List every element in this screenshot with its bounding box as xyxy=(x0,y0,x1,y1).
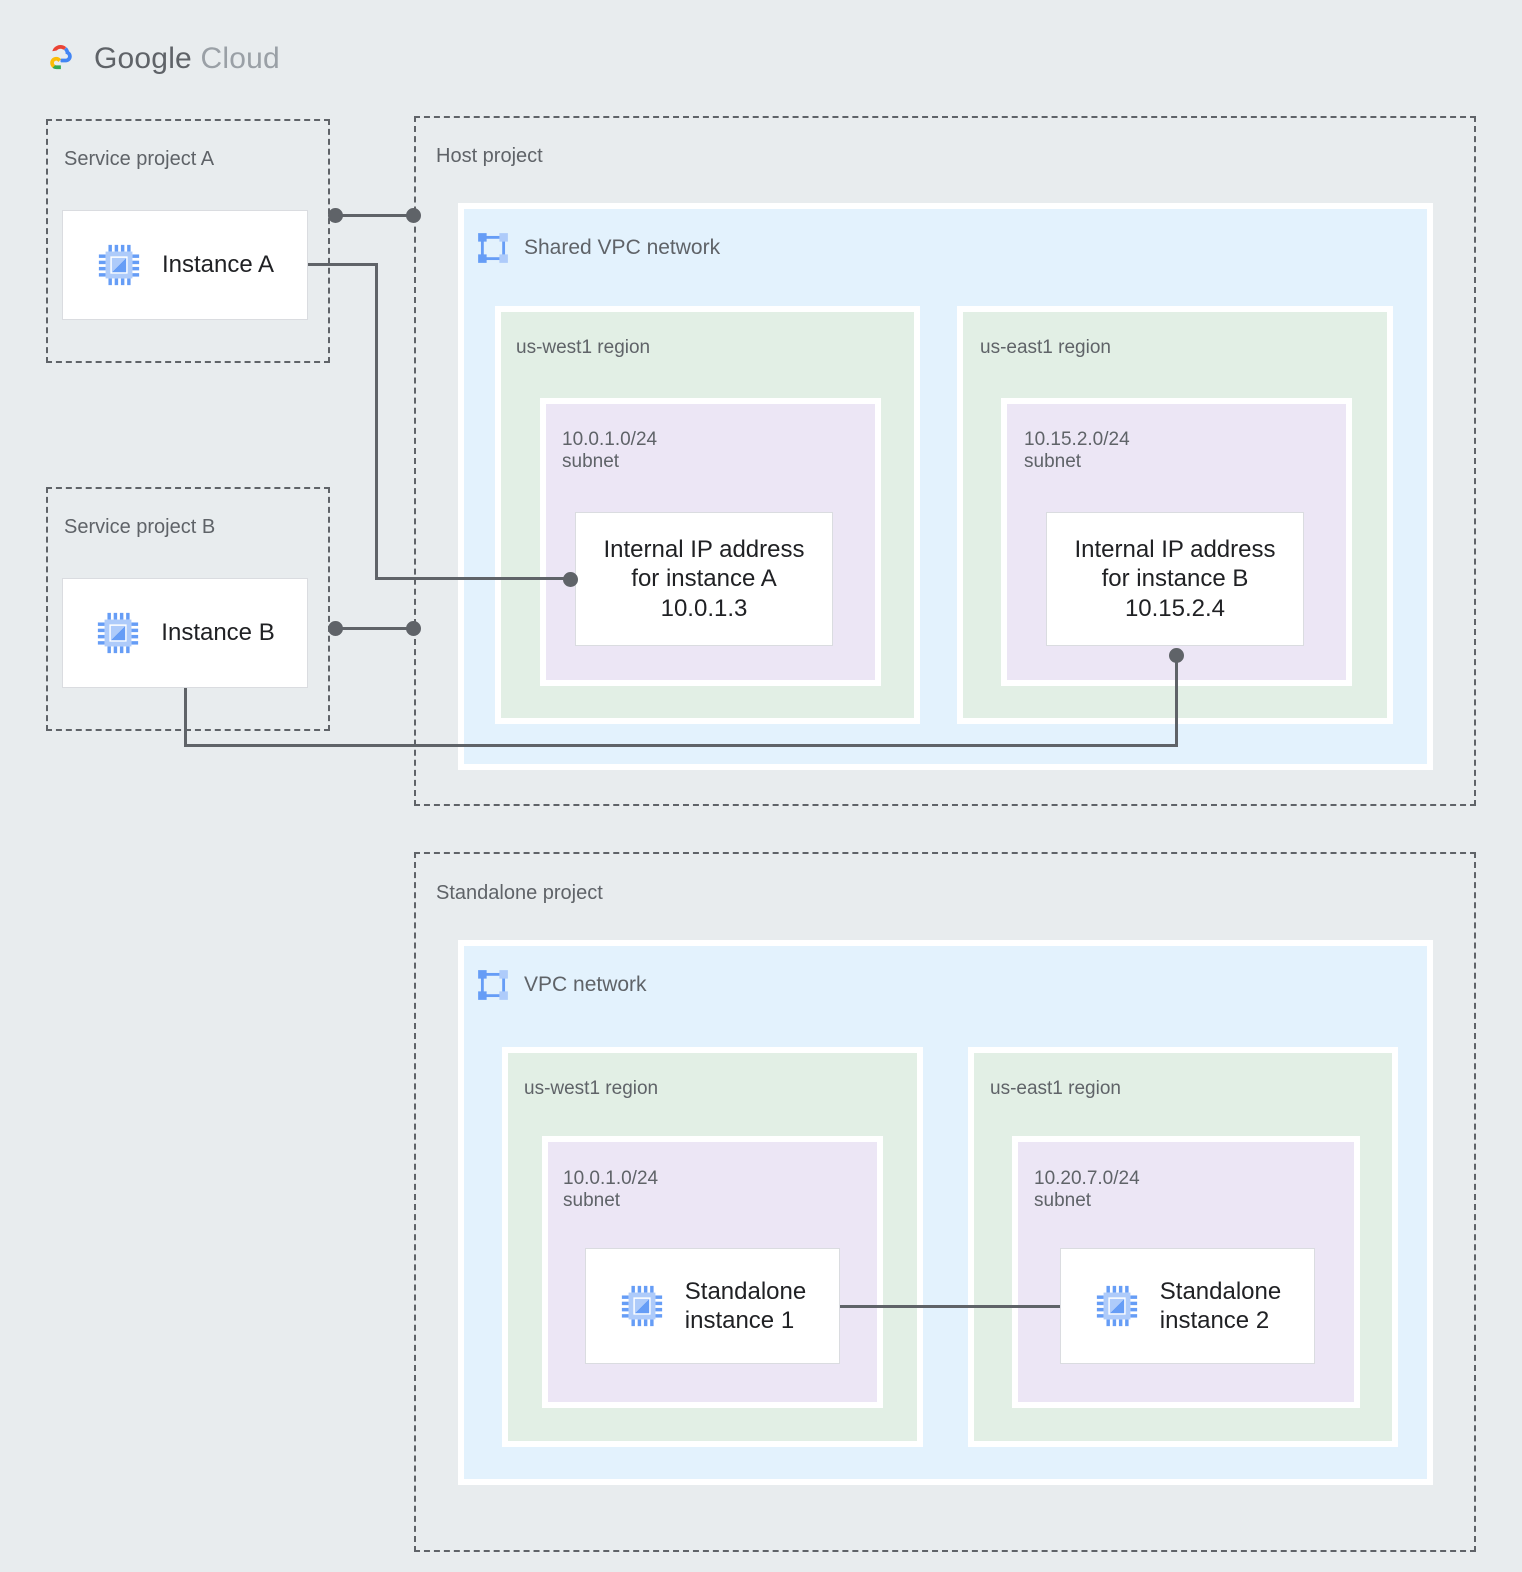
region-host-us-west1-label: us-west1 region xyxy=(516,337,651,358)
connector-dot-service-a xyxy=(328,208,343,223)
vm-instance-icon xyxy=(1096,1285,1137,1327)
network-vpc-title: VPC network xyxy=(524,973,647,996)
node-instance-a[interactable]: Instance A xyxy=(62,210,308,320)
subnet-standalone-us-west1-label: 10.0.1.0/24 subnet xyxy=(563,1168,659,1212)
vm-instance-icon xyxy=(621,1285,662,1327)
node-standalone-instance-2-label: Standalone instance 2 xyxy=(1159,1277,1282,1334)
subnet-standalone-us-east1-label: 10.20.7.0/24 subnet xyxy=(1034,1168,1140,1212)
project-standalone[interactable] xyxy=(414,852,1476,1552)
region-host-us-east1-label: us-east1 region xyxy=(980,337,1111,358)
connector-dot-internal-ip-b xyxy=(1169,648,1184,663)
node-internal-ip-instance-a[interactable]: Internal IP address for instance A 10.0.… xyxy=(575,512,833,646)
node-instance-b[interactable]: Instance B xyxy=(62,578,308,688)
subnet-host-us-west1-label: 10.0.1.0/24 subnet xyxy=(562,429,658,473)
project-standalone-label: Standalone project xyxy=(436,882,603,904)
connector-standalone-1-to-2 xyxy=(840,1305,1060,1308)
vpc-network-icon xyxy=(478,970,508,1000)
brand-google: Google xyxy=(94,42,192,75)
connector-service-a-to-host xyxy=(336,214,414,217)
connector-instance-b-right xyxy=(184,744,1178,747)
node-instance-a-label: Instance A xyxy=(161,251,275,279)
node-instance-b-label: Instance B xyxy=(161,619,275,647)
connector-dot-service-b xyxy=(328,621,343,636)
brand-cloud: Cloud xyxy=(200,42,280,75)
project-service-a-label: Service project A xyxy=(64,148,215,170)
google-cloud-logo-icon xyxy=(50,44,72,70)
node-standalone-instance-1-label: Standalone instance 1 xyxy=(684,1277,807,1334)
google-cloud-brand: Google Cloud xyxy=(34,36,280,82)
node-internal-ip-instance-b-label: Internal IP address for instance B 10.15… xyxy=(1074,536,1276,622)
project-host[interactable] xyxy=(414,116,1476,806)
connector-instance-a-down xyxy=(375,263,378,580)
network-shared-vpc-title: Shared VPC network xyxy=(524,236,721,259)
connector-service-b-to-host xyxy=(336,627,414,630)
region-standalone-us-west1-label: us-west1 region xyxy=(524,1078,659,1099)
connector-dot-host-a xyxy=(406,208,421,223)
connector-instance-a-out xyxy=(308,263,378,266)
project-service-b-label: Service project B xyxy=(64,516,216,538)
vm-instance-icon xyxy=(98,244,140,286)
project-service-b[interactable] xyxy=(46,487,330,731)
connector-dot-host-b xyxy=(406,621,421,636)
subnet-host-us-east1-label: 10.15.2.0/24 subnet xyxy=(1024,429,1130,473)
project-host-label: Host project xyxy=(436,145,543,167)
network-shared-vpc-header: Shared VPC network xyxy=(476,231,720,265)
connector-dot-internal-ip-a xyxy=(563,572,578,587)
brand-text: Google Cloud xyxy=(94,42,280,76)
connector-instance-b-down xyxy=(184,688,187,746)
network-vpc-header: VPC network xyxy=(476,968,647,1002)
node-standalone-instance-2[interactable]: Standalone instance 2 xyxy=(1060,1248,1315,1364)
region-standalone-us-east1-label: us-east1 region xyxy=(990,1078,1121,1099)
connector-instance-b-up xyxy=(1175,654,1178,746)
vm-instance-icon xyxy=(98,612,139,654)
node-internal-ip-instance-a-label: Internal IP address for instance A 10.0.… xyxy=(603,536,805,622)
vpc-network-icon xyxy=(478,233,508,263)
node-internal-ip-instance-b[interactable]: Internal IP address for instance B 10.15… xyxy=(1046,512,1304,646)
connector-instance-a-to-ip xyxy=(375,577,571,580)
node-standalone-instance-1[interactable]: Standalone instance 1 xyxy=(585,1248,840,1364)
project-service-a[interactable] xyxy=(46,119,330,363)
